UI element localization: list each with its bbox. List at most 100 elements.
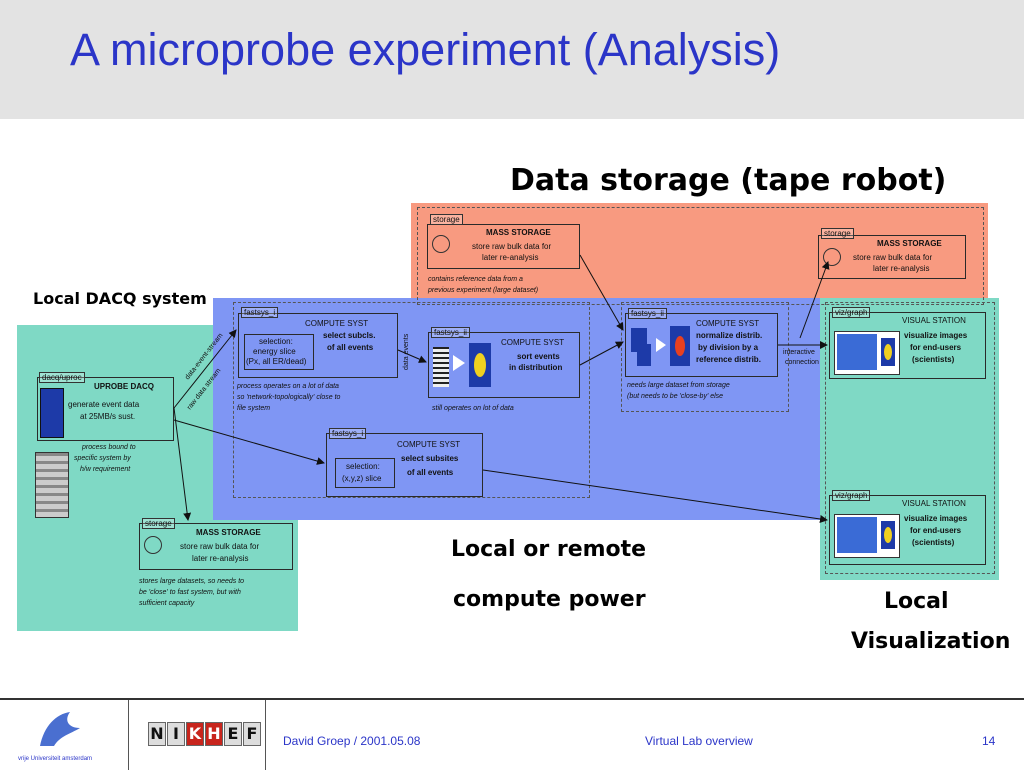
compute-a-note3: file system — [237, 405, 271, 412]
selection-box: selection: (x,y,z) slice — [335, 458, 395, 488]
storage-right-tag: storage — [821, 228, 854, 239]
compute-box-subsites: fastsys_i COMPUTE SYST select subsites o… — [326, 428, 483, 497]
dacq-to-compute-d-link — [173, 419, 325, 465]
dacq-storage-note2: be 'close' to fast system, but with — [139, 589, 241, 596]
compute-title-line2: compute power — [453, 587, 646, 612]
storage-note1: contains reference data from a — [428, 276, 523, 283]
compute-title-line1: Local or remote — [451, 537, 647, 562]
compute-c-note1: needs large dataset from storage — [627, 382, 730, 389]
monitor-icon — [834, 514, 900, 558]
tape-reel-icon — [823, 248, 841, 266]
nikhef-letter: N — [148, 722, 166, 746]
footer-page-number: 14 — [982, 734, 996, 748]
storage-frame — [417, 207, 984, 305]
dacq-note1: process bound to — [82, 444, 136, 451]
dacq-storage-desc2: later re-analysis — [192, 554, 249, 563]
image-icon — [637, 344, 651, 366]
slide-title: A microprobe experiment (Analysis) — [70, 24, 781, 75]
footer-author: David Groep / 2001.05.08 — [283, 734, 421, 748]
compute-c-to-storage-link — [799, 261, 830, 339]
result-image-icon — [670, 326, 690, 366]
visual-b-tag: viz/graph — [832, 490, 871, 501]
monitor-icon — [834, 331, 900, 375]
storage-note2: previous experiment (large dataset) — [428, 287, 539, 294]
dacq-storage-desc1: store raw bulk data for — [180, 542, 260, 551]
tape-reel-icon — [432, 235, 450, 253]
footer-divider — [128, 700, 129, 770]
nikhef-letter: F — [243, 722, 261, 746]
compute-a-tag: fastsys_i — [241, 307, 279, 318]
dacq-storage-tag: storage — [142, 518, 175, 529]
compute-d-sel1: selection: — [346, 462, 380, 471]
cabinet-icon — [35, 452, 69, 518]
visual-station-bottom: viz/graph VISUAL STATION visualize image… — [829, 490, 986, 565]
storage-title: Data storage (tape robot) — [510, 163, 947, 198]
compute-d-desc2: of all events — [407, 468, 454, 477]
compute-a-note2: so 'network-topologically' close to — [237, 394, 341, 401]
dacq-storage-title: MASS STORAGE — [196, 528, 261, 537]
mass-storage-box-top: storage MASS STORAGE store raw bulk data… — [427, 214, 580, 269]
footer-divider — [265, 700, 266, 770]
dacq-storage-note3: sufficient capacity — [139, 600, 195, 607]
storage-zone — [411, 203, 988, 310]
visual-b-desc2: for end-users — [910, 526, 962, 535]
visual-station-top: viz/graph VISUAL STATION visualize image… — [829, 307, 986, 379]
dacq-box-title: UPROBE DACQ — [94, 382, 155, 391]
visual-a-desc1: visualize images — [904, 331, 968, 340]
storage-box-desc2: later re-analysis — [482, 253, 539, 262]
event-stack-icon — [433, 347, 449, 387]
compute-d-title: COMPUTE SYST — [397, 440, 461, 449]
visual-title-line2: Visualization — [851, 629, 1011, 654]
compute-frame-right — [621, 302, 789, 412]
visual-frame — [825, 302, 995, 574]
compute-d-desc1: select subsites — [401, 454, 459, 463]
compute-d-sel2: (x,y,z) slice — [342, 474, 382, 483]
mass-storage-box-right: storage MASS STORAGE store raw bulk data… — [818, 228, 966, 279]
nikhef-letter: I — [167, 722, 185, 746]
visual-b-desc1: visualize images — [904, 514, 968, 523]
compute-a-desc1: select subcls. — [323, 331, 376, 340]
dacq-box: dacq/uproc UPROBE DACQ generate event da… — [37, 372, 174, 441]
footer-presentation: Virtual Lab overview — [645, 734, 753, 748]
storage-box-desc1: store raw bulk data for — [472, 242, 552, 251]
visual-b-desc3: (scientists) — [912, 538, 955, 547]
compute-c-desc3: reference distrib. — [696, 355, 761, 364]
visual-a-tag: viz/graph — [832, 307, 871, 318]
selection-box: selection: energy slice (Px, all ER/dead… — [244, 334, 314, 370]
dacq-box-desc1: generate event data — [68, 400, 140, 409]
compute-c-desc2: by division by a — [698, 343, 759, 352]
compute-box-sort: fastsys_ii COMPUTE SYST sort events in d… — [428, 327, 580, 398]
compute-b-tag: fastsys_ii — [431, 327, 470, 338]
compute-c-tag: fastsys_ii — [628, 308, 667, 319]
nikhef-letter: E — [224, 722, 242, 746]
dacq-to-compute-link — [173, 329, 237, 409]
compute-c-note2: (but needs to be 'close-by' else — [627, 393, 724, 400]
compute-frame-left — [233, 302, 590, 498]
dacq-storage-note1: stores large datasets, so needs to — [139, 578, 245, 585]
visual-title-line1: Local — [884, 589, 949, 614]
storage-right-title: MASS STORAGE — [877, 239, 942, 248]
compute-box-normalize: fastsys_ii COMPUTE SYST normalize distri… — [625, 308, 778, 377]
compute-b-title: COMPUTE SYST — [501, 338, 565, 347]
dacq-to-storage-link — [173, 407, 192, 521]
compute-d-tag: fastsys_i — [329, 428, 367, 439]
play-arrow-icon — [656, 338, 666, 352]
compute-zone — [213, 298, 821, 520]
compute-b-desc1: sort events — [517, 352, 560, 361]
compute-a-desc2: of all events — [327, 343, 374, 352]
compute-c-title: COMPUTE SYST — [696, 319, 760, 328]
distribution-image-icon — [469, 343, 491, 387]
nikhef-letter: H — [205, 722, 223, 746]
visual-a-desc2: for end-users — [910, 343, 962, 352]
nikhef-logo: N I K H E F — [148, 722, 261, 746]
compute-a-sel3: (Px, all ER/dead) — [246, 357, 307, 366]
compute-d-to-visual-link — [482, 469, 828, 523]
compute-b-note: still operates on lot of data — [432, 405, 514, 412]
link-label-interactive: interactive — [783, 349, 815, 356]
dacq-title: Local DACQ system — [33, 289, 207, 308]
vu-griffin-logo-icon — [30, 706, 90, 752]
compute-a-note1: process operates on a lot of data — [237, 383, 339, 390]
dacq-note2: specific system by — [74, 455, 131, 462]
storage-right-desc2: later re-analysis — [873, 264, 930, 273]
visual-b-title: VISUAL STATION — [902, 499, 966, 508]
